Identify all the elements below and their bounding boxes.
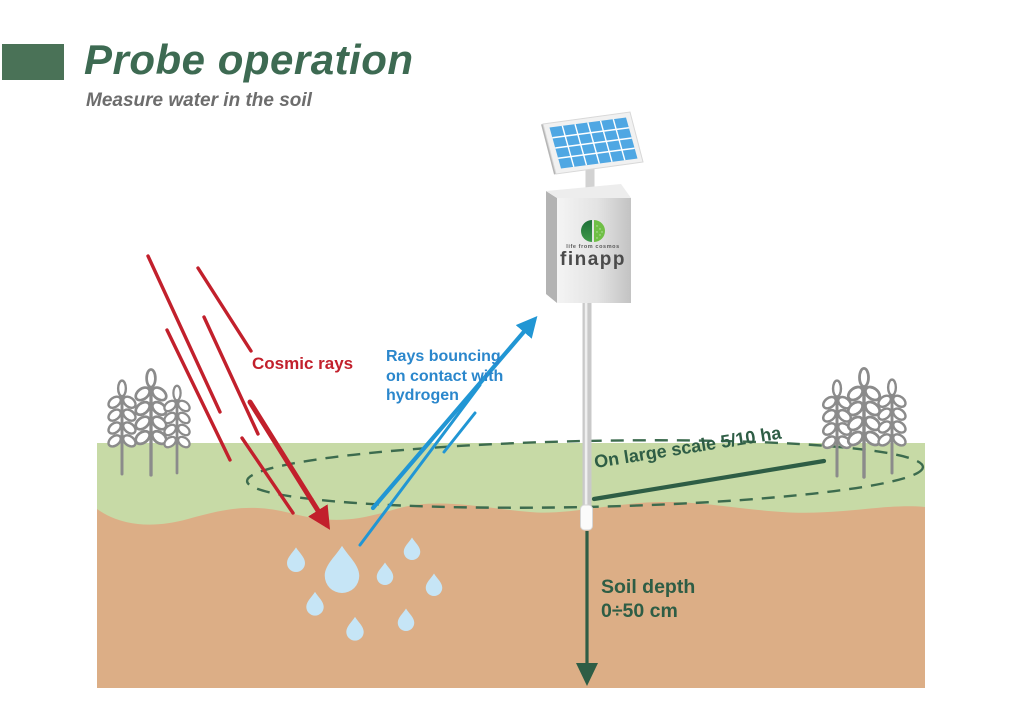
soil-layer: [97, 501, 925, 688]
ground: [97, 443, 925, 688]
title-accent-square: [2, 44, 64, 80]
finapp-logo: life from cosmos finapp: [551, 213, 635, 271]
soil-depth-label: Soil depth 0÷50 cm: [601, 576, 696, 623]
bouncing-rays: [358, 316, 538, 547]
cosmic-rays-label: Cosmic rays: [252, 354, 354, 373]
finapp-brand: finapp: [560, 249, 626, 270]
finapp-leaf-icon: [581, 220, 605, 242]
solar-panel-grid: [552, 119, 635, 167]
bouncing-ray-arrow: [370, 316, 538, 511]
rays-bouncing-label: Rays bouncing on contact with hydrogen: [386, 348, 504, 405]
probe-tip: [580, 504, 593, 531]
panel-pole: [585, 156, 595, 198]
finapp-tagline: life from cosmos: [566, 244, 620, 250]
probe-box: [546, 184, 631, 303]
solar-panel: [541, 111, 644, 175]
page-subtitle: Measure water in the soil: [86, 90, 312, 111]
cosmic-ray-arrow: [247, 399, 331, 530]
probe-pole: [580, 303, 593, 531]
page-title: Probe operation: [84, 36, 414, 83]
measurement-area-ellipse: [245, 439, 925, 509]
soil-depth-arrow: [576, 531, 598, 686]
large-scale-arrow: [591, 458, 827, 502]
cosmic-rays: [146, 254, 331, 530]
